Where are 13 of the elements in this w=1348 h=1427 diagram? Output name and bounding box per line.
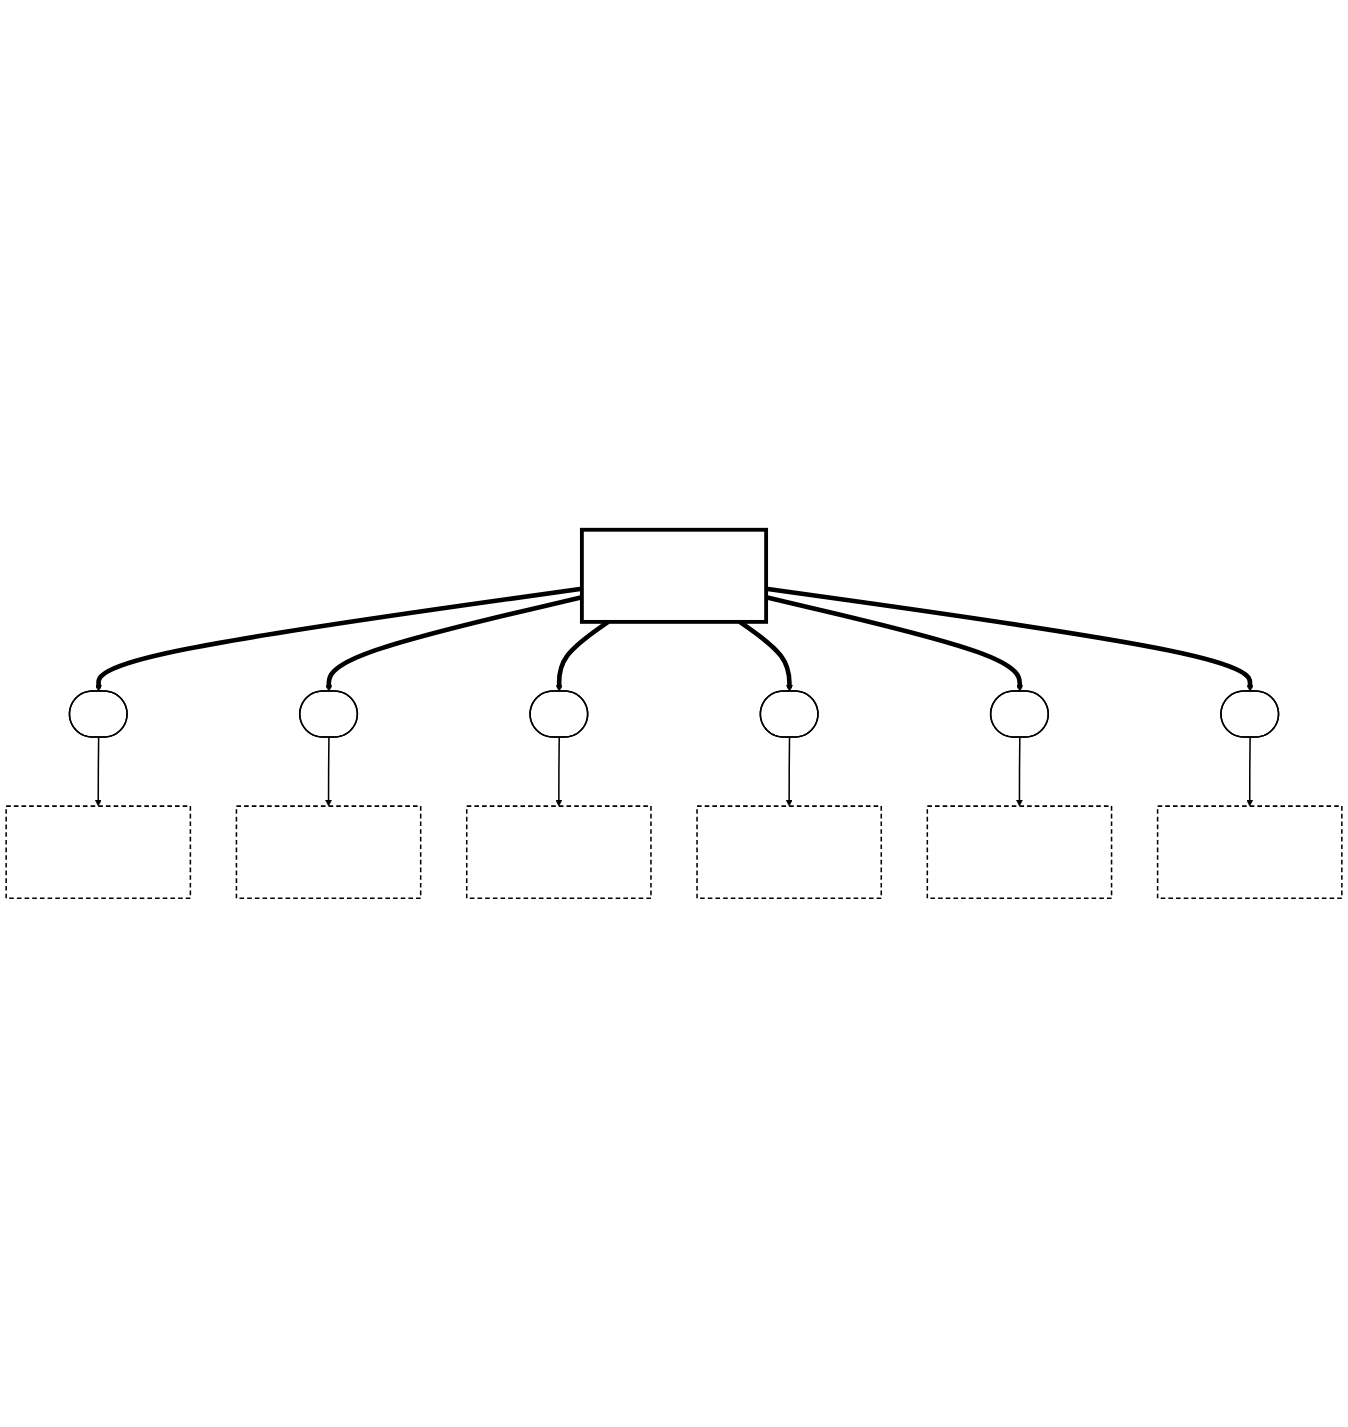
arrow [555,736,563,806]
arrow [1016,736,1023,806]
node-box [1156,804,1343,899]
arrow [1246,736,1254,806]
node-box [5,804,192,899]
node-box [235,804,422,899]
node-box [465,804,652,899]
node-box [579,527,769,624]
node-box [696,804,883,899]
arrow [325,736,332,806]
node-box [926,804,1113,899]
arrow [785,736,793,806]
arrow [94,736,102,806]
